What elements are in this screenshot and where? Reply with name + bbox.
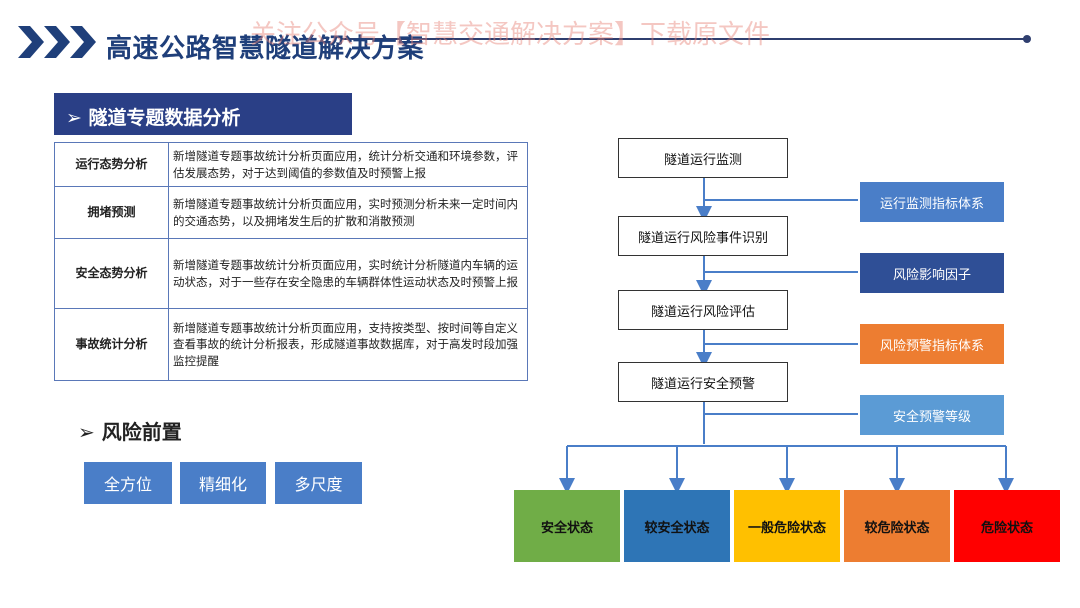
flow-node-risk-identification: 隧道运行风险事件识别 [618, 216, 788, 256]
row-name: 事故统计分析 [54, 308, 169, 381]
tag-all-round: 全方位 [84, 462, 172, 504]
tag-multi-scale: 多尺度 [275, 462, 362, 504]
row-name: 运行态势分析 [54, 142, 169, 187]
side-box-risk-factors: 风险影响因子 [860, 253, 1004, 293]
feature-table: 运行态势分析 新增隧道专题事故统计分析页面应用，统计分析交通和环境参数，评估发展… [54, 142, 528, 381]
state-relatively-dangerous: 较危险状态 [844, 490, 950, 562]
table-row: 安全态势分析 新增隧道专题事故统计分析页面应用，实时统计分析隧道内车辆的运动状态… [54, 238, 528, 309]
state-safe: 安全状态 [514, 490, 620, 562]
state-dangerous: 危险状态 [954, 490, 1060, 562]
flow-node-safety-warning: 隧道运行安全预警 [618, 362, 788, 402]
row-desc: 新增隧道专题事故统计分析页面应用，统计分析交通和环境参数，评估发展态势，对于达到… [168, 142, 528, 187]
row-name: 安全态势分析 [54, 238, 169, 309]
row-desc: 新增隧道专题事故统计分析页面应用，实时预测分析未来一定时间内的交通态势，以及拥堵… [168, 186, 528, 239]
table-row: 运行态势分析 新增隧道专题事故统计分析页面应用，统计分析交通和环境参数，评估发展… [54, 142, 528, 187]
tag-refined: 精细化 [180, 462, 266, 504]
state-relatively-safe: 较安全状态 [624, 490, 730, 562]
table-row: 事故统计分析 新增隧道专题事故统计分析页面应用，支持按类型、按时间等自定义查看事… [54, 308, 528, 381]
row-name: 拥堵预测 [54, 186, 169, 239]
row-desc: 新增隧道专题事故统计分析页面应用，支持按类型、按时间等自定义查看事故的统计分析报… [168, 308, 528, 381]
page-title: 高速公路智慧隧道解决方案 [106, 34, 425, 64]
watermark: 关注公众号【智慧交通解决方案】下载原文件 [250, 20, 771, 50]
table-row: 拥堵预测 新增隧道专题事故统计分析页面应用，实时预测分析未来一定时间内的交通态势… [54, 186, 528, 239]
chevrons-icon [18, 26, 96, 58]
row-desc: 新增隧道专题事故统计分析页面应用，实时统计分析隧道内车辆的运动状态，对于一些存在… [168, 238, 528, 309]
flow-node-risk-assessment: 隧道运行风险评估 [618, 290, 788, 330]
section-banner: ➢ 隧道专题数据分析 [54, 93, 352, 135]
header-divider-dot [1023, 35, 1031, 43]
side-box-warning-level: 安全预警等级 [860, 395, 1004, 435]
flow-node-monitoring: 隧道运行监测 [618, 138, 788, 178]
header-divider [340, 38, 1028, 40]
side-box-warning-index: 风险预警指标体系 [860, 324, 1004, 364]
side-box-monitoring-index: 运行监测指标体系 [860, 182, 1004, 222]
state-general-danger: 一般危险状态 [734, 490, 840, 562]
risk-title: ➢ 风险前置 [78, 420, 182, 444]
